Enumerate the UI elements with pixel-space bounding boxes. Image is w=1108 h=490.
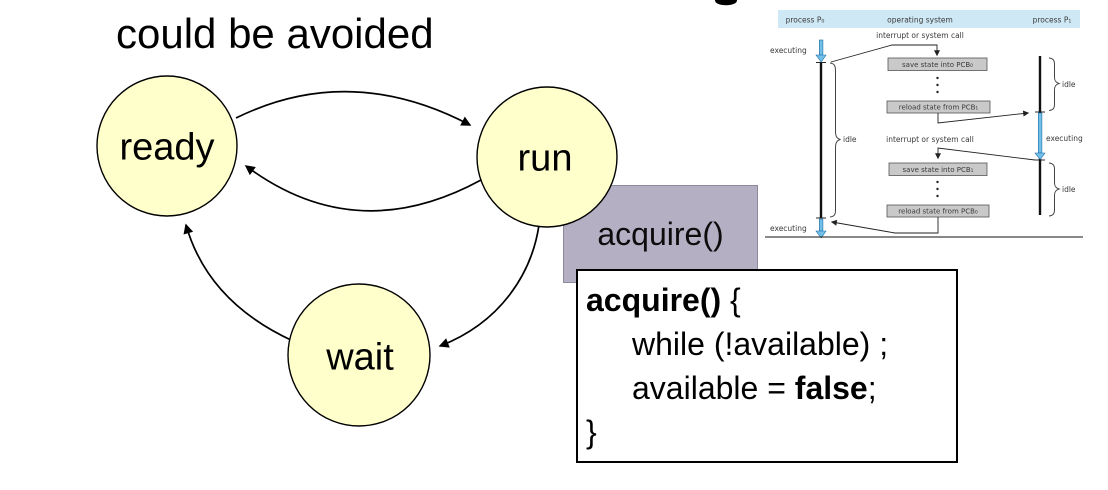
edge-ready-to-run (235, 90, 472, 126)
executing-p1-label: executing (1046, 134, 1083, 143)
state-node-wait: wait (287, 283, 431, 427)
cropped-title-glyph (715, 0, 737, 6)
ready-circle (96, 75, 238, 217)
idle-p0-label: idle (843, 135, 857, 144)
run-circle (476, 86, 618, 228)
blue-arrow-p0-end (815, 218, 827, 239)
os-box-reload1-label: reload state from PCB₁ (899, 104, 979, 112)
code-false-keyword: false (794, 370, 868, 406)
code-line-3: available = false; (586, 366, 948, 410)
ready-label: ready (119, 126, 214, 168)
os-box-reload1 (886, 100, 991, 114)
code-line-1: acquire() { (586, 278, 948, 322)
figure-header-process-p0: process P₀ (786, 16, 825, 25)
wait-circle (287, 283, 431, 427)
code-open-brace: { (721, 282, 741, 318)
wait-label: wait (325, 336, 394, 378)
code-assign: available = (632, 370, 795, 406)
idle-brace-p0 (829, 62, 841, 218)
interrupt-label-mid: interrupt or system call (886, 135, 974, 144)
os-box-save1-label: save state into PCB₁ (903, 166, 974, 174)
state-node-run: run (476, 86, 618, 228)
blue-arrow-p0-start (815, 39, 827, 63)
os-box-reload0-label: reload state from PCB₀ (898, 208, 978, 216)
edge-wait-to-ready (183, 223, 294, 342)
dots-bottom (936, 180, 939, 198)
edge-run-to-wait (438, 224, 540, 348)
idle-brace-p1-top (1048, 57, 1061, 111)
idle-p1-bottom-label: idle (1062, 185, 1076, 194)
os-box-save0-label: save state into PCB₀ (902, 61, 973, 69)
figure-header-bar (778, 10, 1080, 28)
interrupt-label-top: interrupt or system call (876, 31, 964, 40)
context-switch-figure: process P₀ operating system process P₁ i… (765, 10, 1083, 239)
blue-arrow-p1 (1034, 112, 1046, 160)
state-node-ready: ready (96, 75, 238, 217)
code-line-4: } (586, 414, 597, 450)
dots-top (936, 76, 939, 94)
idle-brace-p1-bottom (1048, 162, 1061, 217)
os-box-save1 (888, 162, 988, 176)
os-box-save0 (887, 57, 988, 71)
code-semicolon: ; (867, 370, 877, 406)
arrow-p0-to-save0 (830, 44, 940, 63)
executing-p0-end-label: executing (770, 224, 807, 233)
slide-title: could be avoided (116, 10, 434, 57)
idle-p1-top-label: idle (1062, 80, 1076, 89)
code-line-2: while (!available) ; (632, 326, 889, 362)
arrow-reload1-to-p1 (937, 110, 1030, 124)
run-label: run (518, 137, 573, 179)
acquire-tab-label: acquire() (597, 215, 724, 252)
figure-header-operating-system: operating system (887, 16, 953, 25)
executing-p0-start-label: executing (770, 46, 807, 55)
figure-header-process-p1: process P₁ (1033, 16, 1072, 25)
arrow-p1-to-save1 (935, 147, 1036, 161)
code-acquire-keyword: acquire() (586, 282, 722, 318)
arrow-reload0-to-p0 (830, 217, 939, 234)
code-box: acquire() { while (!available) ; availab… (576, 269, 958, 463)
edge-run-to-ready (244, 165, 482, 212)
